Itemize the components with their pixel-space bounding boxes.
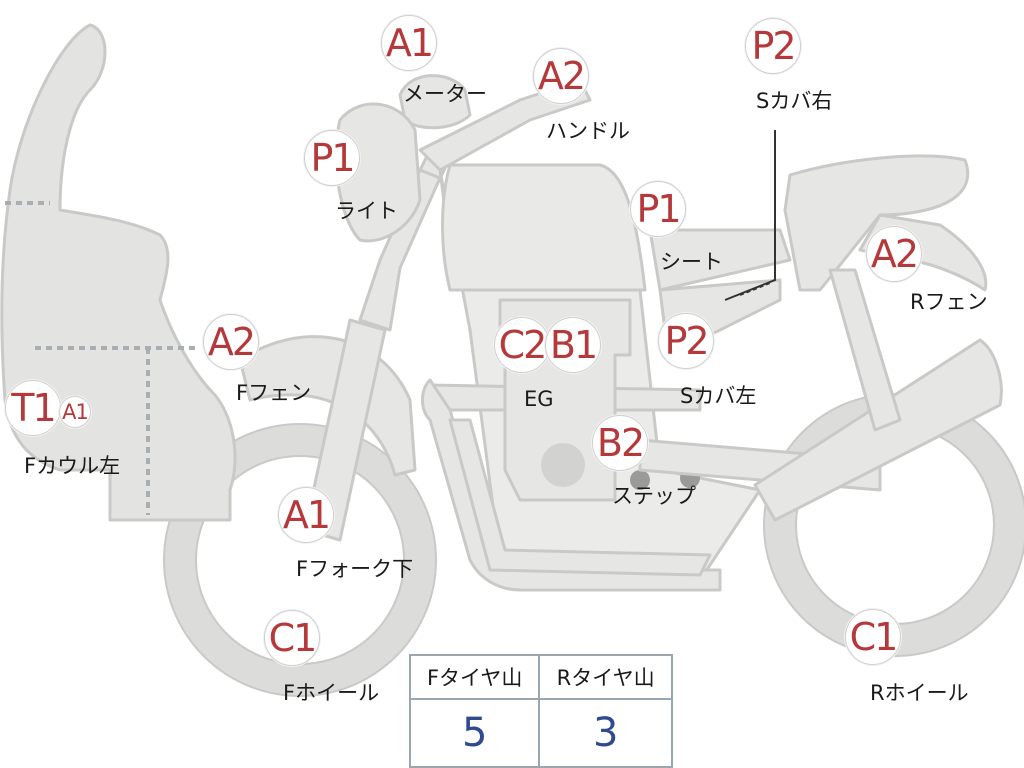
badge-a1-fcowl: A1 <box>59 396 91 428</box>
badge-b1-engine: B1 <box>545 317 601 373</box>
badge-a2-handle: A2 <box>533 48 589 104</box>
badge-p1-light: P1 <box>304 130 360 186</box>
badge-p2-scover-right: P2 <box>745 18 801 74</box>
badge-p2-scover-left: P2 <box>658 313 714 369</box>
badge-p1-seat: P1 <box>630 181 686 237</box>
badge-a2-rfender: A2 <box>866 226 922 282</box>
label-ffork: Fフォーク下 <box>296 557 414 581</box>
label-step: ステップ <box>612 484 696 508</box>
label-ffender: Fフェン <box>236 381 312 405</box>
fuel-tank <box>441 163 647 292</box>
badge-a2-ffender: A2 <box>203 314 259 370</box>
label-engine: EG <box>524 387 554 411</box>
rear-tread-header: Rタイヤ山 <box>538 654 673 700</box>
label-seat: シート <box>660 250 723 274</box>
label-light: ライト <box>335 199 398 223</box>
badge-t1-fcowl: T1 <box>5 380 61 436</box>
label-rfender: Rフェン <box>910 290 988 314</box>
badge-a1-meter: A1 <box>381 15 437 71</box>
rear-tread-value: 3 <box>538 698 673 768</box>
badge-a1-ffork: A1 <box>278 487 334 543</box>
front-fork <box>303 318 387 542</box>
label-scover-left: Sカバ左 <box>680 384 757 408</box>
front-tread-header: Fタイヤ山 <box>408 654 541 700</box>
front-cowl <box>0 23 237 522</box>
label-handle: ハンドル <box>546 119 630 143</box>
label-fwheel: Fホイール <box>283 681 380 705</box>
badge-c2-engine: C2 <box>494 317 550 373</box>
label-rwheel: Rホイール <box>870 681 969 705</box>
meter-shape <box>398 74 472 130</box>
front-wheel <box>164 424 436 696</box>
label-meter: メーター <box>403 82 487 106</box>
label-scover-right: Sカバ右 <box>756 89 833 113</box>
tire-tread-table: Fタイヤ山 Rタイヤ山 5 3 <box>408 654 673 768</box>
badge-c1-rwheel: C1 <box>845 609 901 665</box>
badge-b2-step: B2 <box>592 415 648 471</box>
label-fcowl: Fカウル左 <box>24 454 121 478</box>
front-tread-value: 5 <box>408 698 541 768</box>
seat <box>648 228 792 292</box>
badge-c1-fwheel: C1 <box>264 610 320 666</box>
